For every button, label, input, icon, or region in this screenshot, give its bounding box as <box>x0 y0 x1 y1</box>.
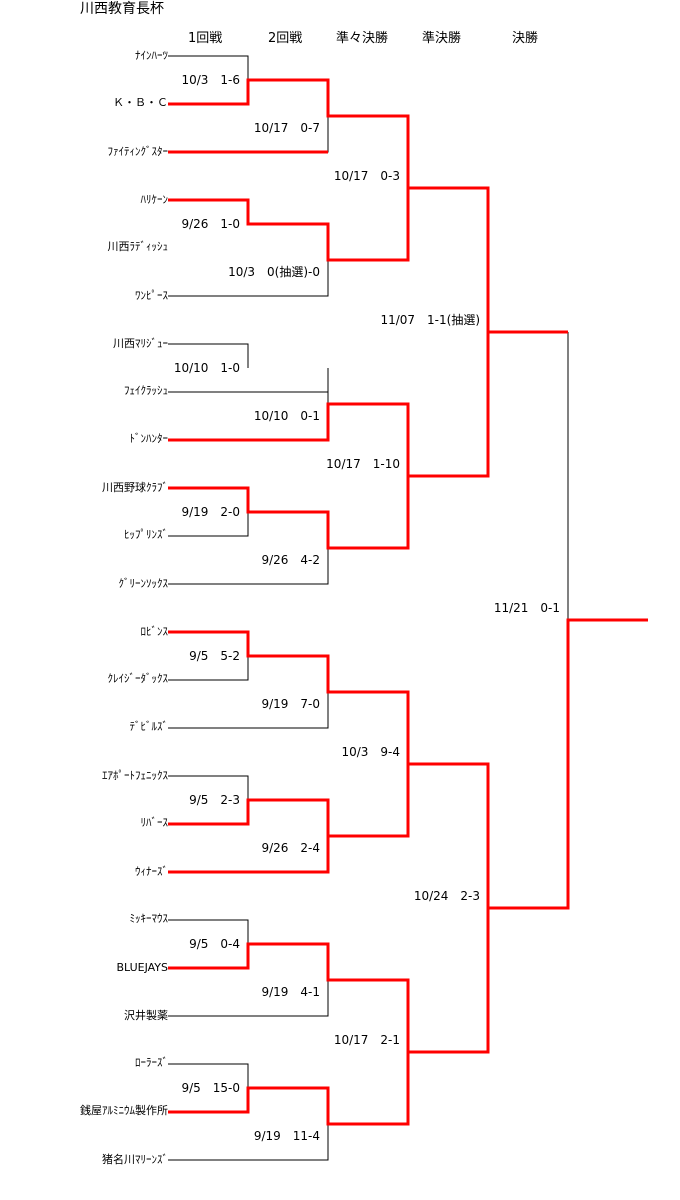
bracket-line <box>168 343 249 368</box>
bracket-line <box>328 764 409 837</box>
team-name: ｸﾚｲｼﾞｰﾀﾞｯｸｽ <box>107 672 169 685</box>
winner-path <box>168 798 330 836</box>
winner-path <box>168 332 490 478</box>
match-result: 9/26 1-0 <box>181 217 240 231</box>
match-result: 9/26 2-4 <box>261 841 320 855</box>
round-header-semifinal: 準決勝 <box>422 31 462 46</box>
bracket-line <box>168 391 329 404</box>
bracket-line <box>168 1063 249 1088</box>
team-name: ﾊﾘｹｰﾝ <box>140 193 169 206</box>
team-name: ﾌｧｲﾃｨﾝｸﾞｽﾀｰ <box>107 145 169 158</box>
match-result: 9/5 0-4 <box>189 937 240 951</box>
team-name: Ｋ・Ｂ・Ｃ <box>113 96 168 109</box>
match-result: 10/3 0(抽選)-0 <box>228 265 320 279</box>
bracket-line <box>168 512 249 537</box>
match-result: 10/17 1-10 <box>326 457 400 471</box>
team-name: ｳｨﾅｰｽﾞ <box>135 865 168 878</box>
team-name: 川西ﾏﾘｼﾞｭｰ <box>113 337 168 350</box>
match-result: 9/5 2-3 <box>189 793 240 807</box>
team-name: 川西野球ｸﾗﾌﾞ <box>102 481 168 494</box>
match-result: 10/10 0-1 <box>253 409 320 423</box>
team-name: ﾛｰﾗｰｽﾞ <box>135 1056 168 1069</box>
team-name: ｴｱﾎﾟｰﾄﾌｪﾆｯｸｽ <box>102 769 168 782</box>
bracket-line <box>168 980 329 1017</box>
round-header-final: 決勝 <box>512 31 539 46</box>
team-name: 銭屋ｱﾙﾐﾆｳﾑ製作所 <box>80 1104 168 1117</box>
match-result: 10/3 9-4 <box>341 745 400 759</box>
team-name: ﾃﾞﾋﾞﾙｽﾞ <box>129 720 169 733</box>
team-name: ﾜﾝﾋﾟｰｽ <box>135 289 168 302</box>
team-name: ﾋｯﾌﾟﾘﾝｽﾞ <box>124 528 168 541</box>
winner-path <box>168 618 648 910</box>
team-name: 猪名川ﾏﾘｰﾝｽﾞ <box>102 1153 168 1166</box>
winner-path <box>168 908 490 1054</box>
match-result: 10/3 1-6 <box>181 73 240 87</box>
winner-path <box>168 1052 410 1126</box>
bracket-line <box>168 775 249 800</box>
winner-path <box>168 476 410 550</box>
match-result: 9/19 4-1 <box>261 985 320 999</box>
match-result: 10/17 0-7 <box>253 121 320 135</box>
bracket-line <box>168 919 249 944</box>
match-result: 9/5 5-2 <box>189 649 240 663</box>
bracket-line <box>407 116 489 332</box>
winner-path <box>168 764 410 874</box>
match-result: 10/17 2-1 <box>333 1033 400 1047</box>
team-name: ﾄﾞﾝﾊﾝﾀｰ <box>129 432 169 445</box>
round-header-2: 2回戦 <box>268 31 303 46</box>
team-name: ﾐｯｷｰﾏｳｽ <box>129 912 169 925</box>
match-result: 9/5 15-0 <box>181 1081 240 1095</box>
match-result: 10/10 1-0 <box>173 361 240 375</box>
team-name: BLUEJAYS <box>116 961 168 974</box>
match-result: 11/21 0-1 <box>493 601 560 615</box>
match-result: 10/17 0-3 <box>333 169 400 183</box>
match-result: 9/19 11-4 <box>253 1129 320 1143</box>
team-name: ﾌｪｲｸﾗｯｼｭ <box>124 384 168 397</box>
team-name: ﾅｲﾝﾊｰﾂ <box>135 49 168 62</box>
round-header-quarterfinal: 準々決勝 <box>336 31 389 46</box>
team-name: ﾛﾋﾞﾝｽ <box>140 625 169 638</box>
round-header-1: 1回戦 <box>188 31 223 46</box>
page-title: 川西教育長杯 <box>80 1 164 17</box>
bracket-line <box>168 692 329 729</box>
team-name: ﾘﾊﾞｰｽ <box>140 816 169 829</box>
match-result: 10/24 2-3 <box>413 889 480 903</box>
bracket-line <box>168 548 329 585</box>
match-result: 9/19 2-0 <box>181 505 240 519</box>
team-name: 川西ﾗﾃﾞｨｯｼｭ <box>107 240 169 253</box>
match-result: 11/07 1-1(抽選) <box>380 313 480 327</box>
team-name: ｸﾞﾘｰﾝｿｯｸｽ <box>118 577 169 590</box>
winner-path <box>408 186 568 334</box>
bracket-line <box>168 1124 329 1161</box>
team-name: 沢井製薬 <box>124 1009 168 1022</box>
bracket-line <box>168 656 249 681</box>
match-result: 9/26 4-2 <box>261 553 320 567</box>
bracket-line <box>168 260 329 297</box>
match-result: 9/19 7-0 <box>261 697 320 711</box>
bracket-line <box>168 55 249 80</box>
